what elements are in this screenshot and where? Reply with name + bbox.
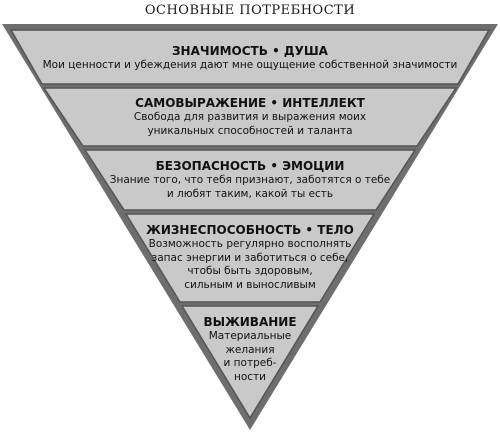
tier-heading: БЕЗОПАСНОСТЬ • ЭМОЦИИ xyxy=(155,159,345,173)
tier-self-expression: САМОВЫРАЖЕНИЕ • ИНТЕЛЛЕКТ Свобода для ра… xyxy=(80,95,420,138)
tier-band-self-expression xyxy=(42,87,458,147)
tier-heading: САМОВЫРАЖЕНИЕ • ИНТЕЛЛЕКТ xyxy=(135,96,365,110)
tier-description-line: Возможность регулярно восполнять xyxy=(148,238,352,250)
diagram-title: ОСНОВНЫЕ ПОТРЕБНОСТИ xyxy=(144,3,356,18)
tier-description-line: Материальные xyxy=(208,330,292,342)
tier-description-line: уникальных способностей и таланта xyxy=(147,124,353,137)
tier-survival: ВЫЖИВАНИЕ Материальные желания и потреб-… xyxy=(190,314,310,384)
tier-description-line: чтобы быть здоровым, xyxy=(187,265,313,277)
tier-description-line: сильным и выносливым xyxy=(184,278,316,291)
tier-description-line: запас энергии и заботиться о себе, xyxy=(151,251,349,264)
tier-band-survival xyxy=(180,305,320,420)
tier-heading: ВЫЖИВАНИЕ xyxy=(203,315,297,329)
tier-description-line: Знание того, что тебя признают, заботятс… xyxy=(109,174,391,186)
tier-description-line: ности xyxy=(233,370,266,383)
tier-heading: ЖИЗНЕСПОСОБНОСТЬ • ТЕЛО xyxy=(146,223,354,237)
tier-heading: ЗНАЧИМОСТЬ • ДУША xyxy=(172,44,328,58)
tier-description-line: Свобода для развития и выражения моих xyxy=(133,111,367,123)
tier-description-line: желания xyxy=(225,343,275,356)
tier-band-safety xyxy=(83,149,417,211)
tier-description-line: Мои ценности и убеждения дают мне ощущен… xyxy=(42,59,458,71)
tier-band-significance xyxy=(9,29,491,85)
tier-description-line: и потреб- xyxy=(223,357,277,369)
tier-safety: БЕЗОПАСНОСТЬ • ЭМОЦИИ Знание того, что т… xyxy=(105,158,395,201)
tier-description-line: и любят таким, какой ты есть xyxy=(166,187,334,200)
tier-significance: ЗНАЧИМОСТЬ • ДУША Мои ценности и убежден… xyxy=(30,43,470,73)
tier-band-vitality xyxy=(124,213,376,303)
tier-vitality: ЖИЗНЕСПОСОБНОСТЬ • ТЕЛО Возможность регу… xyxy=(130,222,370,292)
